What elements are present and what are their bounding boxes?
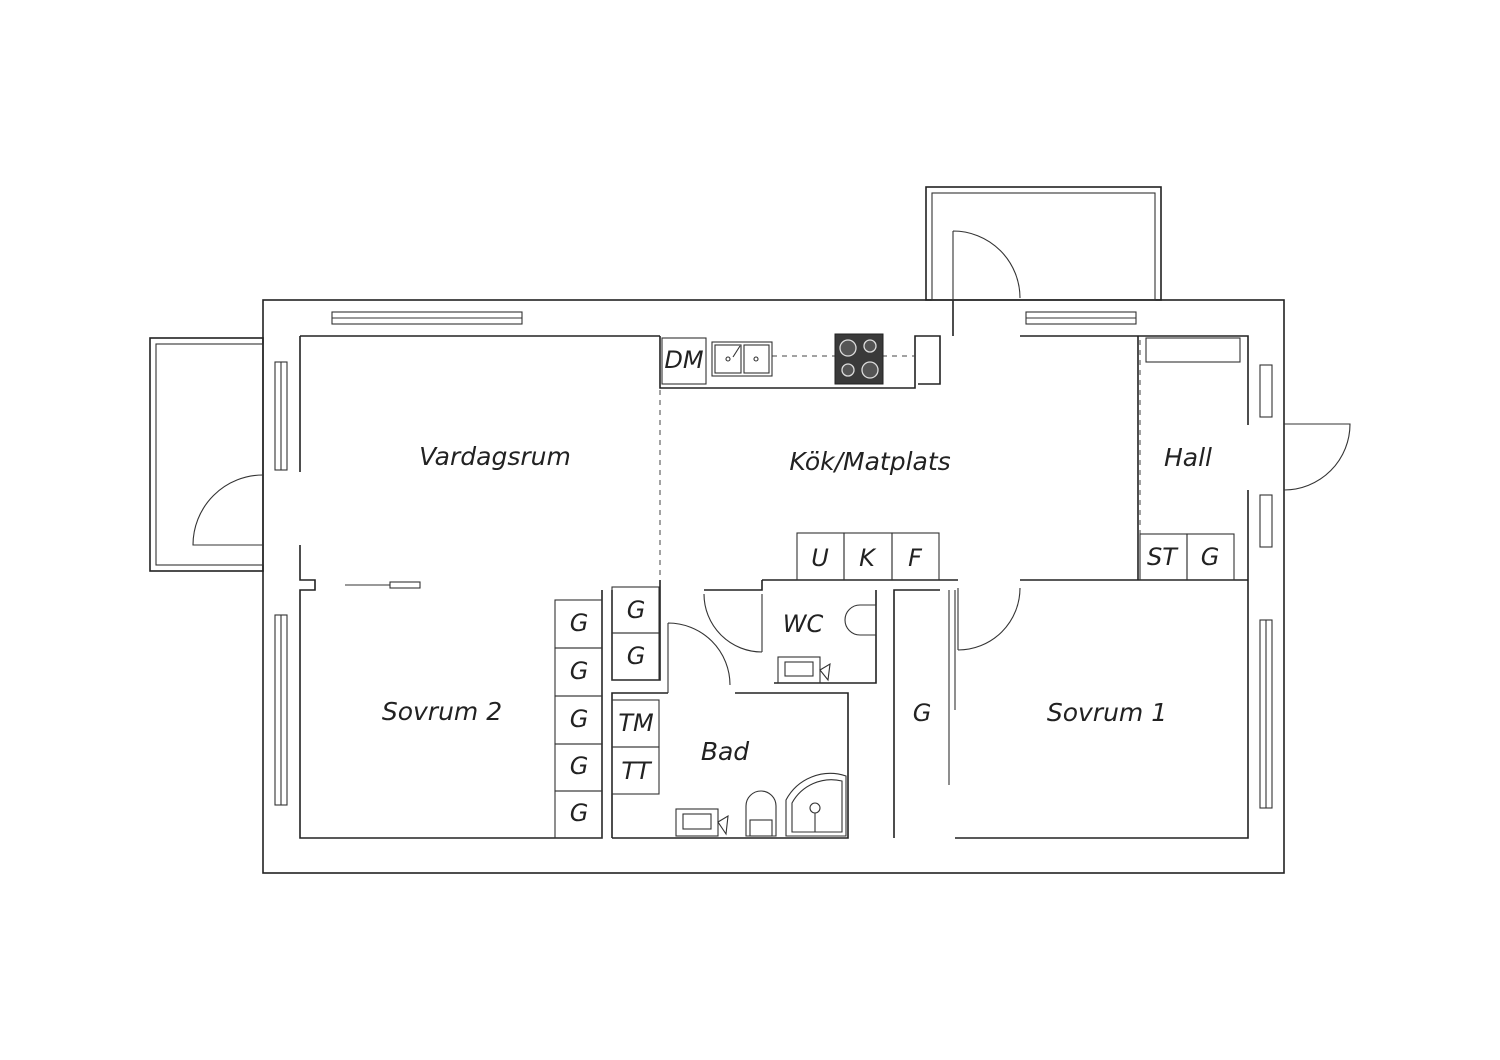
cabinets <box>554 532 1235 839</box>
label-g-s2-2: G <box>570 657 589 685</box>
fixture-labels: DM U K F ST G G G G G G G G TM TT G <box>570 346 1220 827</box>
label-u: U <box>811 544 829 572</box>
label-wc: WC <box>783 610 824 638</box>
label-g-hall: G <box>1201 543 1220 571</box>
label-g-s1: G <box>913 699 932 727</box>
bathroom-fixtures <box>675 604 877 837</box>
label-k: K <box>859 544 877 572</box>
balcony-east <box>925 186 1162 301</box>
label-f: F <box>908 544 923 572</box>
label-bad: Bad <box>701 737 749 766</box>
label-g-s2-1: G <box>570 609 589 637</box>
label-hall: Hall <box>1164 443 1212 472</box>
stove-icon <box>834 333 884 385</box>
label-vardagsrum: Vardagsrum <box>419 442 571 471</box>
label-sovrum-1: Sovrum 1 <box>1047 698 1167 727</box>
label-tm: TM <box>618 709 654 737</box>
label-g-corr-1: G <box>627 596 646 624</box>
label-dm: DM <box>664 346 703 374</box>
label-st: ST <box>1147 543 1179 571</box>
label-g-s2-4: G <box>570 752 589 780</box>
label-g-corr-2: G <box>627 642 646 670</box>
room-labels: Vardagsrum Kök/Matplats Hall Sovrum 2 So… <box>382 442 1212 766</box>
windows <box>274 311 1273 809</box>
label-kok-matplats: Kök/Matplats <box>789 447 950 476</box>
label-g-s2-5: G <box>570 799 589 827</box>
kitchen-counter <box>661 333 1241 385</box>
label-sovrum-2: Sovrum 2 <box>382 697 502 726</box>
doors <box>192 230 1351 785</box>
balcony-west <box>149 337 264 572</box>
label-g-s2-3: G <box>570 705 589 733</box>
label-tt: TT <box>621 757 653 785</box>
